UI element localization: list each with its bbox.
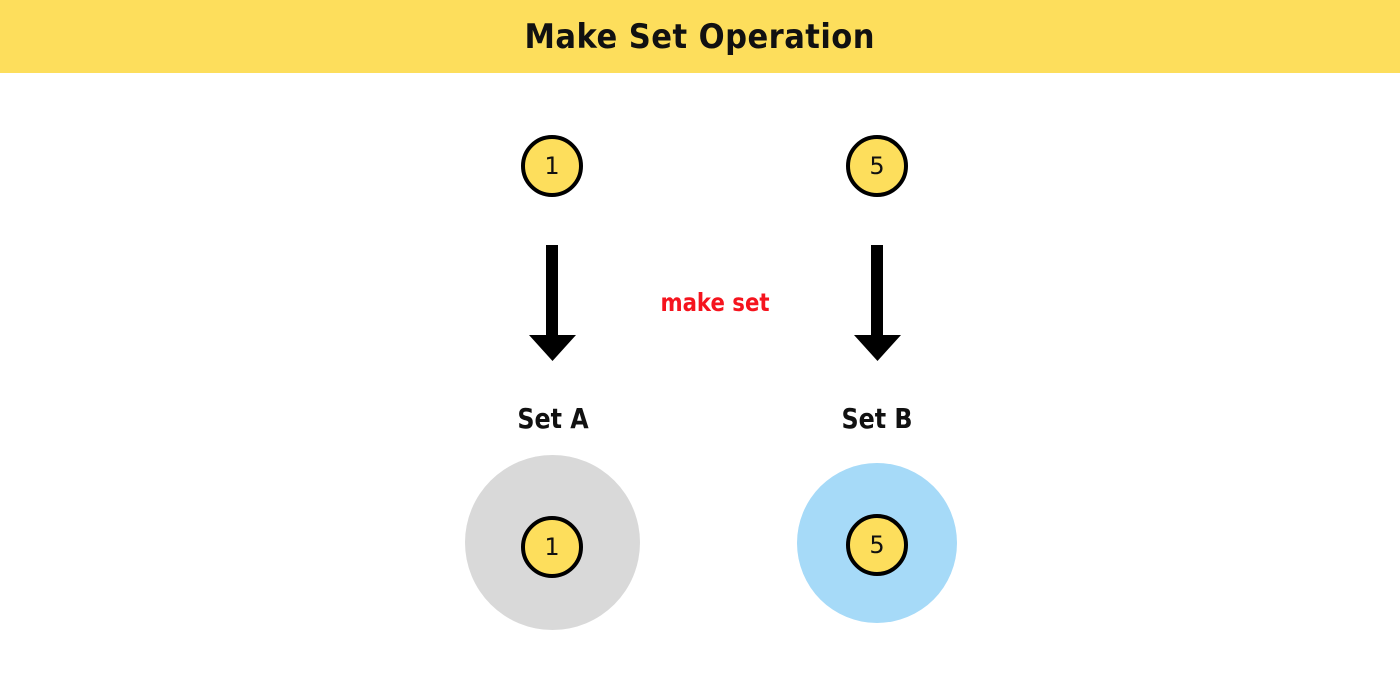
set-a-member-node: 1 [521, 516, 583, 578]
diagram-title: Make Set Operation [524, 16, 876, 57]
make-set-arrow-left [529, 245, 576, 361]
element-node-5: 5 [846, 135, 908, 197]
element-node-1: 1 [521, 135, 583, 197]
set-b-label: Set B [841, 402, 913, 435]
set-a-label: Set A [517, 402, 589, 435]
operation-label: make set [660, 288, 770, 317]
set-b-member-node: 5 [846, 514, 908, 576]
title-banner: Make Set Operation [0, 0, 1400, 73]
make-set-arrow-right [854, 245, 901, 361]
